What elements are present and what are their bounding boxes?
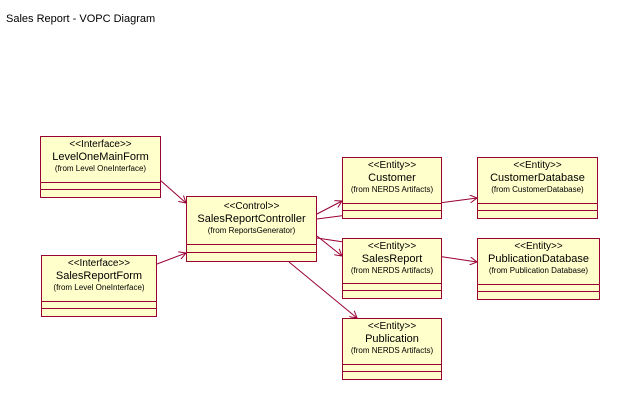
class-name: LevelOneMainForm <box>52 151 149 163</box>
class-box-publication-database[interactable]: <<Entity>> PublicationDatabase (from Pub… <box>477 238 600 300</box>
class-attributes-compartment <box>343 204 441 211</box>
class-attributes-compartment <box>343 284 441 291</box>
class-box-sales-report[interactable]: <<Entity>> SalesReport (from NERDS Artif… <box>342 238 442 299</box>
class-box-header: <<Entity>> Publication (from NERDS Artif… <box>343 319 441 365</box>
class-package-origin: (from Level OneInterface) <box>54 164 147 173</box>
class-stereotype: <<Entity>> <box>367 321 417 332</box>
class-stereotype: <<Entity>> <box>514 241 563 252</box>
class-box-header: <<Interface>> SalesReportForm (from Leve… <box>42 256 156 302</box>
class-box-customer-database[interactable]: <<Entity>> CustomerDatabase (from Custom… <box>477 157 598 219</box>
class-package-origin: (from Level OneInterface) <box>53 283 145 292</box>
class-package-origin: (from NERDS Artifacts) <box>350 266 434 275</box>
class-package-origin: (from ReportsGenerator) <box>207 226 296 235</box>
class-box-sales-report-form[interactable]: <<Interface>> SalesReportForm (from Leve… <box>41 255 157 317</box>
edge-controller-to-customer <box>316 201 342 215</box>
class-name: Publication <box>365 333 419 345</box>
class-stereotype: <<Entity>> <box>513 160 562 171</box>
class-package-origin: (from CustomerDatabase) <box>491 185 584 194</box>
class-stereotype: <<Entity>> <box>367 160 417 171</box>
class-name: Customer <box>368 172 416 184</box>
class-attributes-compartment <box>478 204 597 211</box>
class-operations-compartment <box>41 190 160 197</box>
class-stereotype: <<Interface>> <box>67 258 131 269</box>
class-operations-compartment <box>187 253 316 261</box>
class-box-header: <<Entity>> CustomerDatabase (from Custom… <box>478 158 597 204</box>
class-package-origin: (from NERDS Artifacts) <box>350 185 434 194</box>
class-name: PublicationDatabase <box>488 253 589 265</box>
class-package-origin: (from NERDS Artifacts) <box>350 346 434 355</box>
class-box-customer[interactable]: <<Entity>> Customer (from NERDS Artifact… <box>342 157 442 219</box>
class-box-publication[interactable]: <<Entity>> Publication (from NERDS Artif… <box>342 318 442 380</box>
class-attributes-compartment <box>478 285 599 292</box>
class-operations-compartment <box>42 309 156 316</box>
edge-reportform-to-controller <box>156 253 186 265</box>
class-stereotype: <<Entity>> <box>367 241 417 252</box>
class-operations-compartment <box>343 372 441 379</box>
class-operations-compartment <box>478 292 599 299</box>
edge-controller-to-publication <box>288 261 357 318</box>
class-name: SalesReportForm <box>55 270 143 282</box>
class-attributes-compartment <box>187 245 316 253</box>
class-name: SalesReportController <box>197 213 306 225</box>
class-box-sales-report-controller[interactable]: <<Control>> SalesReportController (from … <box>186 196 317 262</box>
class-name: CustomerDatabase <box>490 172 585 184</box>
class-attributes-compartment <box>42 302 156 309</box>
edge-controller-to-salesreport <box>316 235 342 256</box>
class-operations-compartment <box>478 211 597 218</box>
class-box-header: <<Interface>> LevelOneMainForm (from Lev… <box>41 137 160 183</box>
class-box-header: <<Entity>> PublicationDatabase (from Pub… <box>478 239 599 285</box>
class-name: SalesReport <box>361 253 423 265</box>
class-box-header: <<Entity>> SalesReport (from NERDS Artif… <box>343 239 441 284</box>
edge-mainform-to-controller <box>159 179 186 203</box>
class-operations-compartment <box>343 211 441 218</box>
class-stereotype: <<Interface>> <box>69 139 132 150</box>
class-operations-compartment <box>343 291 441 298</box>
class-stereotype: <<Control>> <box>223 201 280 212</box>
class-attributes-compartment <box>41 183 160 190</box>
class-box-header: <<Entity>> Customer (from NERDS Artifact… <box>343 158 441 204</box>
class-package-origin: (from Publication Database) <box>488 266 589 275</box>
class-attributes-compartment <box>343 365 441 372</box>
class-box-header: <<Control>> SalesReportController (from … <box>187 197 316 245</box>
diagram-title: Sales Report - VOPC Diagram <box>6 13 156 25</box>
class-box-level-one-main-form[interactable]: <<Interface>> LevelOneMainForm (from Lev… <box>40 136 161 198</box>
